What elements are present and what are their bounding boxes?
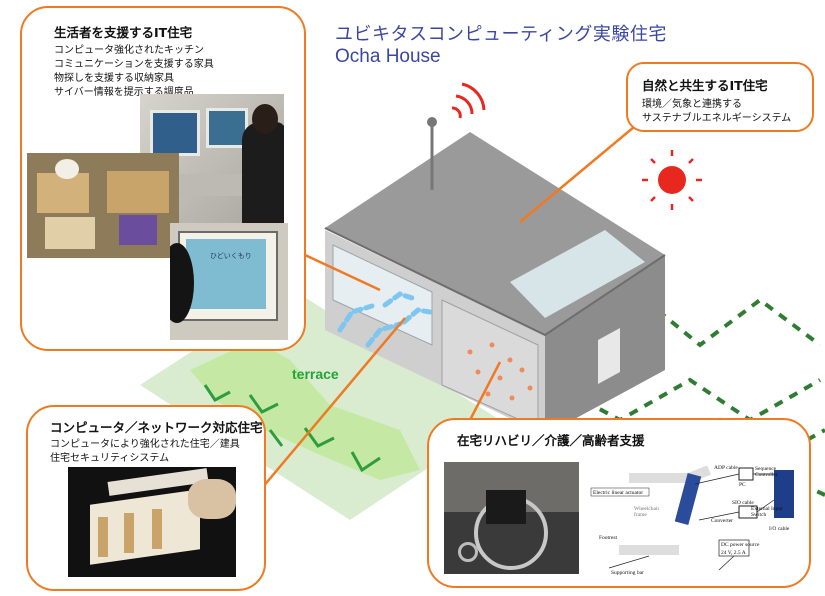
label-footrest: Footrest [599, 535, 618, 541]
side-door [598, 328, 620, 384]
label-dc-power-source: DC power source [721, 542, 760, 548]
roof-solar-panel [510, 230, 645, 318]
label-wheelchair-frame: Wheelchair frame [634, 506, 660, 518]
label-sequence-controller: Sequence Controller [755, 466, 778, 478]
rehab-system-diagram [590, 465, 794, 571]
terrace-plants [203, 384, 381, 473]
label-sio-cable: SIO cable [732, 500, 754, 506]
label-external-input-switch: External Input Switch [751, 506, 783, 518]
house-model-photo [68, 467, 236, 577]
rehab-title: 在宅リハビリ／介護／高齢者支援 [457, 433, 645, 448]
rehab-box: 在宅リハビリ／介護／高齢者支援 ADP cable PC Sequence Co… [427, 418, 811, 588]
eco-box: 自然と共生するIT住宅 環境／気象と連携する サステナブルエネルギーシステム [626, 62, 814, 132]
roof-edge [324, 227, 666, 337]
terrace-pattern [190, 340, 420, 480]
sun-icon [642, 150, 702, 210]
wheelchair-photo [444, 462, 579, 574]
it-house-line: サイバー情報を提示する調度品 [54, 87, 194, 98]
furniture-photo [27, 153, 179, 258]
page-title: ユビキタスコンピューティング実験住宅 [335, 24, 667, 45]
airflow-arrows-icon [337, 291, 433, 348]
label-pc: PC [739, 482, 746, 488]
it-house-line: コンピュータ強化されたキッチン [54, 45, 204, 56]
label-converter: Converter [711, 518, 733, 524]
page-subtitle: Ocha House [335, 46, 441, 67]
sensor-dots [467, 342, 533, 401]
terrace-label: terrace [292, 366, 339, 382]
it-house-title: 生活者を支援するIT住宅 [54, 25, 193, 40]
screen-text: ひどいくもり [210, 252, 252, 260]
eco-line: 環境／気象と連携する [642, 99, 742, 110]
it-house-line: 物探しを支援する収納家具 [54, 73, 174, 84]
network-box: コンピュータ／ネットワーク対応住宅 コンピュータにより強化された住宅／建具 住宅… [26, 405, 266, 591]
network-line: コンピュータにより強化された住宅／建具 [50, 439, 240, 450]
label-io-cable: I/O cable [769, 526, 790, 532]
eco-line: サステナブルエネルギーシステム [642, 113, 792, 124]
antenna-tip [427, 117, 437, 127]
network-title: コンピュータ／ネットワーク対応住宅 [50, 420, 263, 435]
eco-title: 自然と共生するIT住宅 [642, 78, 768, 93]
signal-waves-icon [451, 82, 486, 119]
connector-lines [261, 121, 641, 489]
it-house-box: 生活者を支援するIT住宅 コンピュータ強化されたキッチン コミュニケーションを支… [20, 6, 306, 351]
label-adp-cable: ADP cable [714, 465, 738, 471]
it-house-line: コミュニケーションを支援する家具 [54, 59, 214, 70]
label-supporting-bar: Supporting bar [611, 570, 644, 576]
label-dc-voltage: 24 V, 2.5 A [721, 550, 746, 556]
label-linear-actuator: Electric linear actuator [593, 490, 644, 496]
display-photo: ひどいくもり [170, 223, 288, 340]
network-line: 住宅セキュリティシステム [50, 453, 170, 464]
